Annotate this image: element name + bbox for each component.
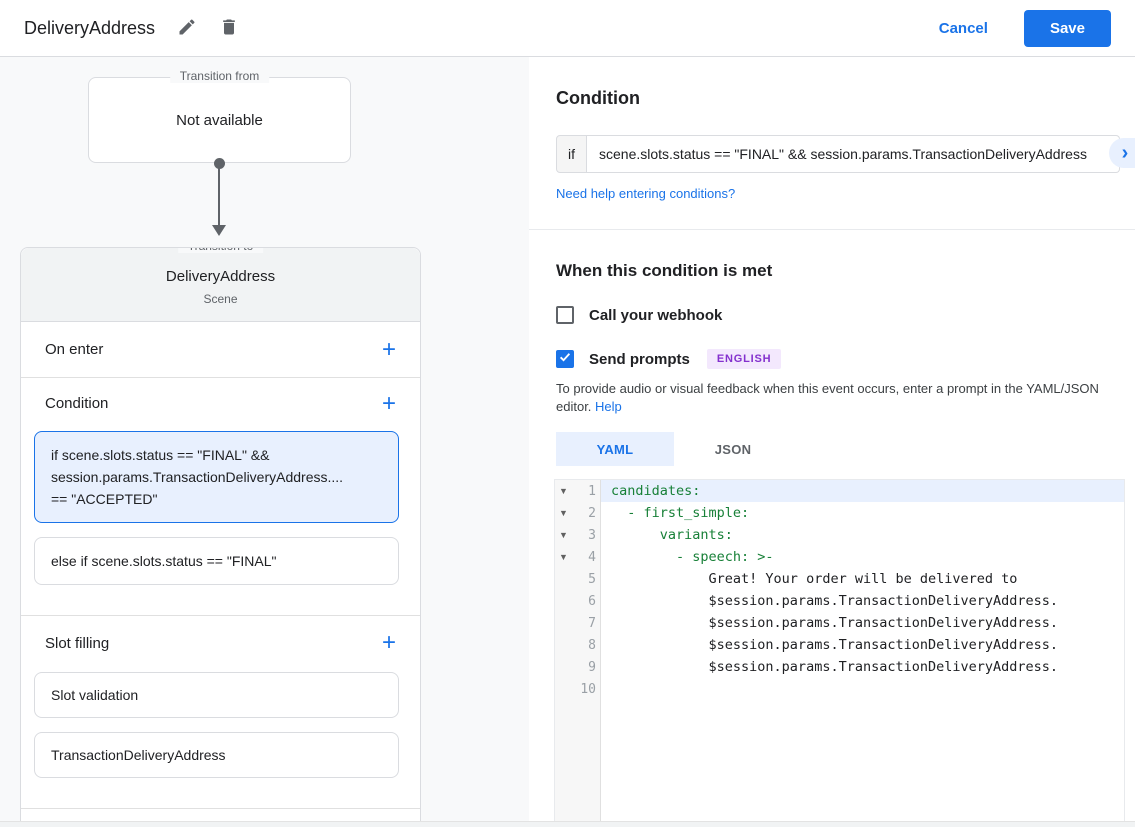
condition-expression-input[interactable] [587,135,1120,173]
condition-heading: Condition [556,88,640,108]
line-number: 10 [580,681,596,697]
edit-scene-button[interactable] [177,17,197,40]
code-line: ▼ 4 - speech: >- [555,546,1124,568]
code-text: $session.params.TransactionDeliveryAddre… [611,659,1059,675]
on-enter-section[interactable]: On enter + [21,322,420,377]
send-prompts-row: Send prompts ENGLISH [556,349,1120,369]
code-text: $session.params.TransactionDeliveryAddre… [611,615,1059,631]
tab-yaml[interactable]: YAML [556,432,674,466]
top-bar: DeliveryAddress Cancel Save [0,0,1135,57]
scene-header[interactable]: DeliveryAddress Scene [21,248,420,322]
line-number: 1 [588,483,596,499]
if-prefix-label: if [556,135,587,173]
transition-to-label: Transition to [177,248,264,253]
pencil-icon [177,17,197,40]
code-line: ▼ 1 candidates: [555,480,1124,502]
code-line: 8 $session.params.TransactionDeliveryAdd… [555,634,1124,656]
code-line: ▼ 3 variants: [555,524,1124,546]
condition-cards-list: if scene.slots.status == "FINAL" &&sessi… [21,429,420,615]
line-number: 2 [588,505,596,521]
line-number: 7 [588,615,596,631]
transition-connector [0,158,529,247]
line-number: 5 [588,571,596,587]
code-text: - first_simple: [611,505,750,521]
connector-line [218,165,220,227]
line-number: 6 [588,593,596,609]
transition-from-label: Transition from [169,69,270,83]
line-number: 8 [588,637,596,653]
code-text: candidates: [601,480,1124,502]
code-text: - speech: >- [611,549,774,565]
slot-filling-label: Slot filling [45,634,110,652]
code-text: Great! Your order will be delivered to [611,571,1018,587]
code-line: 10 [555,678,1124,700]
condition-card[interactable]: else if scene.slots.status == "FINAL" [34,537,399,585]
page-title: DeliveryAddress [24,17,156,38]
scene-name: DeliveryAddress [165,268,276,285]
horizontal-scrollbar[interactable] [0,821,1135,827]
webhook-label: Call your webhook [589,306,723,324]
language-badge: ENGLISH [706,349,782,369]
on-enter-label: On enter [45,341,104,358]
yaml-code-editor[interactable]: ▼ 1 candidates: ▼ 2 - first_simple: ▼ 3 varian… [554,479,1125,822]
code-line: 6 $session.params.TransactionDeliveryAdd… [555,590,1124,612]
code-text: $session.params.TransactionDeliveryAddre… [611,637,1059,653]
connector-dot [214,158,225,169]
fold-arrow-icon[interactable]: ▼ [559,486,568,496]
condition-editor-panel: › Condition if Need help entering condit… [529,57,1135,827]
scene-diagram-panel: Transition from Not available Transition… [0,57,529,827]
editor-format-tabs: YAML JSON [556,432,1120,466]
chevron-right-icon: › [1121,141,1129,164]
webhook-checkbox[interactable] [556,306,574,324]
code-line: 7 $session.params.TransactionDeliveryAdd… [555,612,1124,634]
line-number-gutter [572,480,601,821]
send-prompts-checkbox[interactable] [556,350,574,368]
prompts-help-link[interactable]: Help [595,399,622,414]
slot-filling-section[interactable]: Slot filling + [21,615,420,670]
code-lines: ▼ 1 candidates: ▼ 2 - first_simple: ▼ 3 varian… [555,480,1124,700]
add-slot-button[interactable]: + [381,629,396,656]
condition-card[interactable]: if scene.slots.status == "FINAL" &&sessi… [34,431,399,523]
fold-arrow-icon[interactable]: ▼ [559,530,568,540]
code-text: $session.params.TransactionDeliveryAddre… [611,593,1059,609]
scene-type-label: Scene [203,292,238,306]
slot-card[interactable]: Slot validation [34,672,399,718]
webhook-row: Call your webhook [556,306,1120,324]
checkmark-icon [558,350,572,369]
fold-arrow-icon[interactable]: ▼ [559,508,568,518]
line-number: 4 [588,549,596,565]
fold-gutter [555,480,572,821]
add-on-enter-button[interactable]: + [381,335,396,363]
code-line: ▼ 2 - first_simple: [555,502,1124,524]
line-number: 3 [588,527,596,543]
add-condition-button[interactable]: + [381,389,396,417]
code-line: 9 $session.params.TransactionDeliveryAdd… [555,656,1124,678]
section-divider [529,229,1135,230]
delete-scene-button[interactable] [219,17,239,40]
collapse-panel-button[interactable]: › [1109,138,1135,168]
connector-arrowhead-icon [212,225,226,236]
line-number: 9 [588,659,596,675]
code-line: 5 Great! Your order will be delivered to [555,568,1124,590]
send-prompts-label: Send prompts [589,350,690,368]
slot-card[interactable]: TransactionDeliveryAddress [34,732,399,778]
save-button[interactable]: Save [1023,9,1111,47]
condition-help-link[interactable]: Need help entering conditions? [556,186,736,201]
condition-expression-row: if [556,135,1120,173]
fold-arrow-icon[interactable]: ▼ [559,552,568,562]
transition-from-value: Not available [176,111,263,129]
code-text [601,678,1124,700]
condition-section[interactable]: Condition + [21,377,420,429]
when-met-heading: When this condition is met [556,261,773,280]
cancel-button[interactable]: Cancel [938,19,988,37]
tab-json[interactable]: JSON [714,441,752,457]
transition-to-card: Transition to DeliveryAddress Scene On e… [20,247,421,827]
code-text: variants: [611,527,733,543]
trash-icon [219,17,239,40]
transition-from-box: Transition from Not available [88,69,351,163]
condition-section-label: Condition [45,395,109,412]
prompts-description: To provide audio or visual feedback when… [556,381,1099,414]
